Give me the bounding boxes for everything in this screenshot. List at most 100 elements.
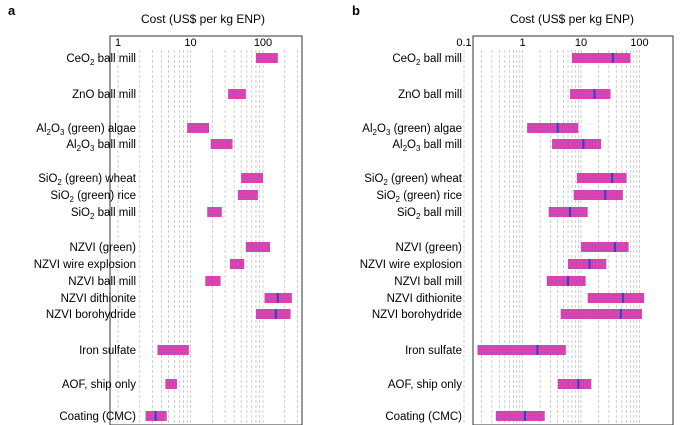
- category-label: SiO2 (green) rice: [50, 190, 136, 204]
- category-label-part: NZVI dithionite: [387, 293, 462, 305]
- panel-b-letter: b: [352, 3, 360, 18]
- category-label: NZVI wire explosion: [34, 259, 136, 271]
- range-bar: [576, 173, 627, 183]
- range-bar: [255, 53, 278, 63]
- category-label-part: SiO: [364, 173, 383, 185]
- range-bar: [568, 259, 607, 269]
- category-label-part: Al: [392, 139, 402, 151]
- range-bar: [570, 89, 611, 99]
- category-label: SiO2 ball mill: [71, 207, 136, 221]
- category-label-subscript: 2: [90, 212, 95, 221]
- category-label-subscript: 2: [90, 58, 95, 67]
- category-label-part: SiO: [38, 173, 57, 185]
- panel-b-x-axis-title: Cost (US$ per kg ENP): [510, 12, 634, 26]
- category-label: SiO2 (green) rice: [376, 190, 462, 204]
- category-label-part: Iron sulfate: [405, 345, 462, 357]
- category-label-part: Coating (CMC): [59, 411, 136, 423]
- panel-a-x-axis-title: Cost (US$ per kg ENP): [141, 12, 265, 26]
- range-bar: [552, 139, 602, 149]
- category-label-part: ball mill: [420, 207, 462, 219]
- category-label-subscript: 2: [416, 58, 421, 67]
- category-label: NZVI borohydride: [372, 309, 462, 321]
- category-label-part: (green) rice: [400, 190, 462, 202]
- category-label: Coating (CMC): [59, 411, 136, 423]
- category-label-subscript: 2: [383, 178, 388, 187]
- category-label-part: SiO: [71, 207, 90, 219]
- category-label-subscript: 3: [90, 144, 95, 153]
- category-label-part: (green) wheat: [62, 173, 137, 185]
- category-label: NZVI ball mill: [394, 276, 462, 288]
- panel-a-bars: [145, 53, 292, 421]
- panel-b-bars: [477, 53, 645, 421]
- range-bar: [207, 207, 222, 217]
- range-bar: [548, 207, 588, 217]
- category-label-part: SiO: [50, 190, 69, 202]
- category-label-part: SiO: [397, 207, 416, 219]
- category-label: NZVI dithionite: [387, 293, 462, 305]
- category-label: Coating (CMC): [385, 411, 462, 423]
- range-bar: [571, 53, 631, 63]
- category-label-part: NZVI borohydride: [46, 309, 136, 321]
- category-label-part: ZnO ball mill: [398, 89, 462, 101]
- category-label-subscript: 3: [60, 128, 65, 137]
- range-bar: [228, 89, 246, 99]
- x-tick-label: 10: [184, 37, 196, 49]
- category-label-subscript: 3: [386, 128, 391, 137]
- panel-a-plot-frame: [109, 35, 303, 425]
- x-tick-label: 0.1: [456, 37, 471, 49]
- category-label-part: O: [407, 139, 416, 151]
- category-label-part: Al: [66, 139, 76, 151]
- range-bar: [581, 242, 629, 252]
- category-label-part: Al: [362, 123, 372, 135]
- category-label: NZVI dithionite: [61, 293, 136, 305]
- category-label-part: NZVI borohydride: [372, 309, 462, 321]
- category-label-subscript: 2: [47, 128, 52, 137]
- panel-a-letter: a: [8, 3, 16, 18]
- category-label-part: ball mill: [94, 53, 136, 65]
- range-bar: [527, 123, 579, 133]
- category-label: NZVI borohydride: [46, 309, 136, 321]
- category-label: SiO2 (green) wheat: [38, 173, 137, 187]
- range-bar: [557, 379, 592, 389]
- range-bar: [205, 276, 221, 286]
- category-label: SiO2 (green) wheat: [364, 173, 463, 187]
- x-tick-label: 1: [115, 37, 121, 49]
- category-label-subscript: 2: [57, 178, 62, 187]
- range-bar: [477, 345, 566, 355]
- category-label-part: ZnO ball mill: [72, 89, 136, 101]
- category-label: AOF, ship only: [388, 379, 462, 391]
- category-label-part: NZVI wire explosion: [360, 259, 462, 271]
- range-bar: [210, 139, 233, 149]
- range-bar: [587, 293, 645, 303]
- category-label-subscript: 2: [403, 144, 408, 153]
- category-label: CeO2 ball mill: [392, 53, 462, 67]
- category-label: NZVI ball mill: [68, 276, 136, 288]
- category-label-part: SiO: [376, 190, 395, 202]
- category-label: SiO2 ball mill: [397, 207, 462, 221]
- category-label: CeO2 ball mill: [66, 53, 136, 67]
- category-label-subscript: 2: [77, 144, 82, 153]
- category-label: Iron sulfate: [79, 345, 136, 357]
- category-label-part: ball mill: [94, 207, 136, 219]
- category-label-part: ball mill: [420, 139, 462, 151]
- range-bar: [229, 259, 245, 269]
- category-label-part: CeO: [392, 53, 416, 65]
- panel-a-gridlines: [117, 50, 298, 425]
- category-label-part: NZVI (green): [70, 242, 137, 254]
- category-label-part: NZVI ball mill: [68, 276, 136, 288]
- category-label-part: Iron sulfate: [79, 345, 136, 357]
- range-bar: [560, 309, 642, 319]
- category-label-part: (green) wheat: [388, 173, 463, 185]
- category-label-part: NZVI ball mill: [394, 276, 462, 288]
- category-label: Al2O3 ball mill: [392, 139, 462, 153]
- category-label: Al2O3 (green) algae: [36, 123, 136, 137]
- category-label-part: AOF, ship only: [62, 379, 136, 391]
- panel-b-plot-frame: [472, 35, 674, 425]
- category-label-subscript: 2: [70, 195, 75, 204]
- category-label-part: O: [81, 139, 90, 151]
